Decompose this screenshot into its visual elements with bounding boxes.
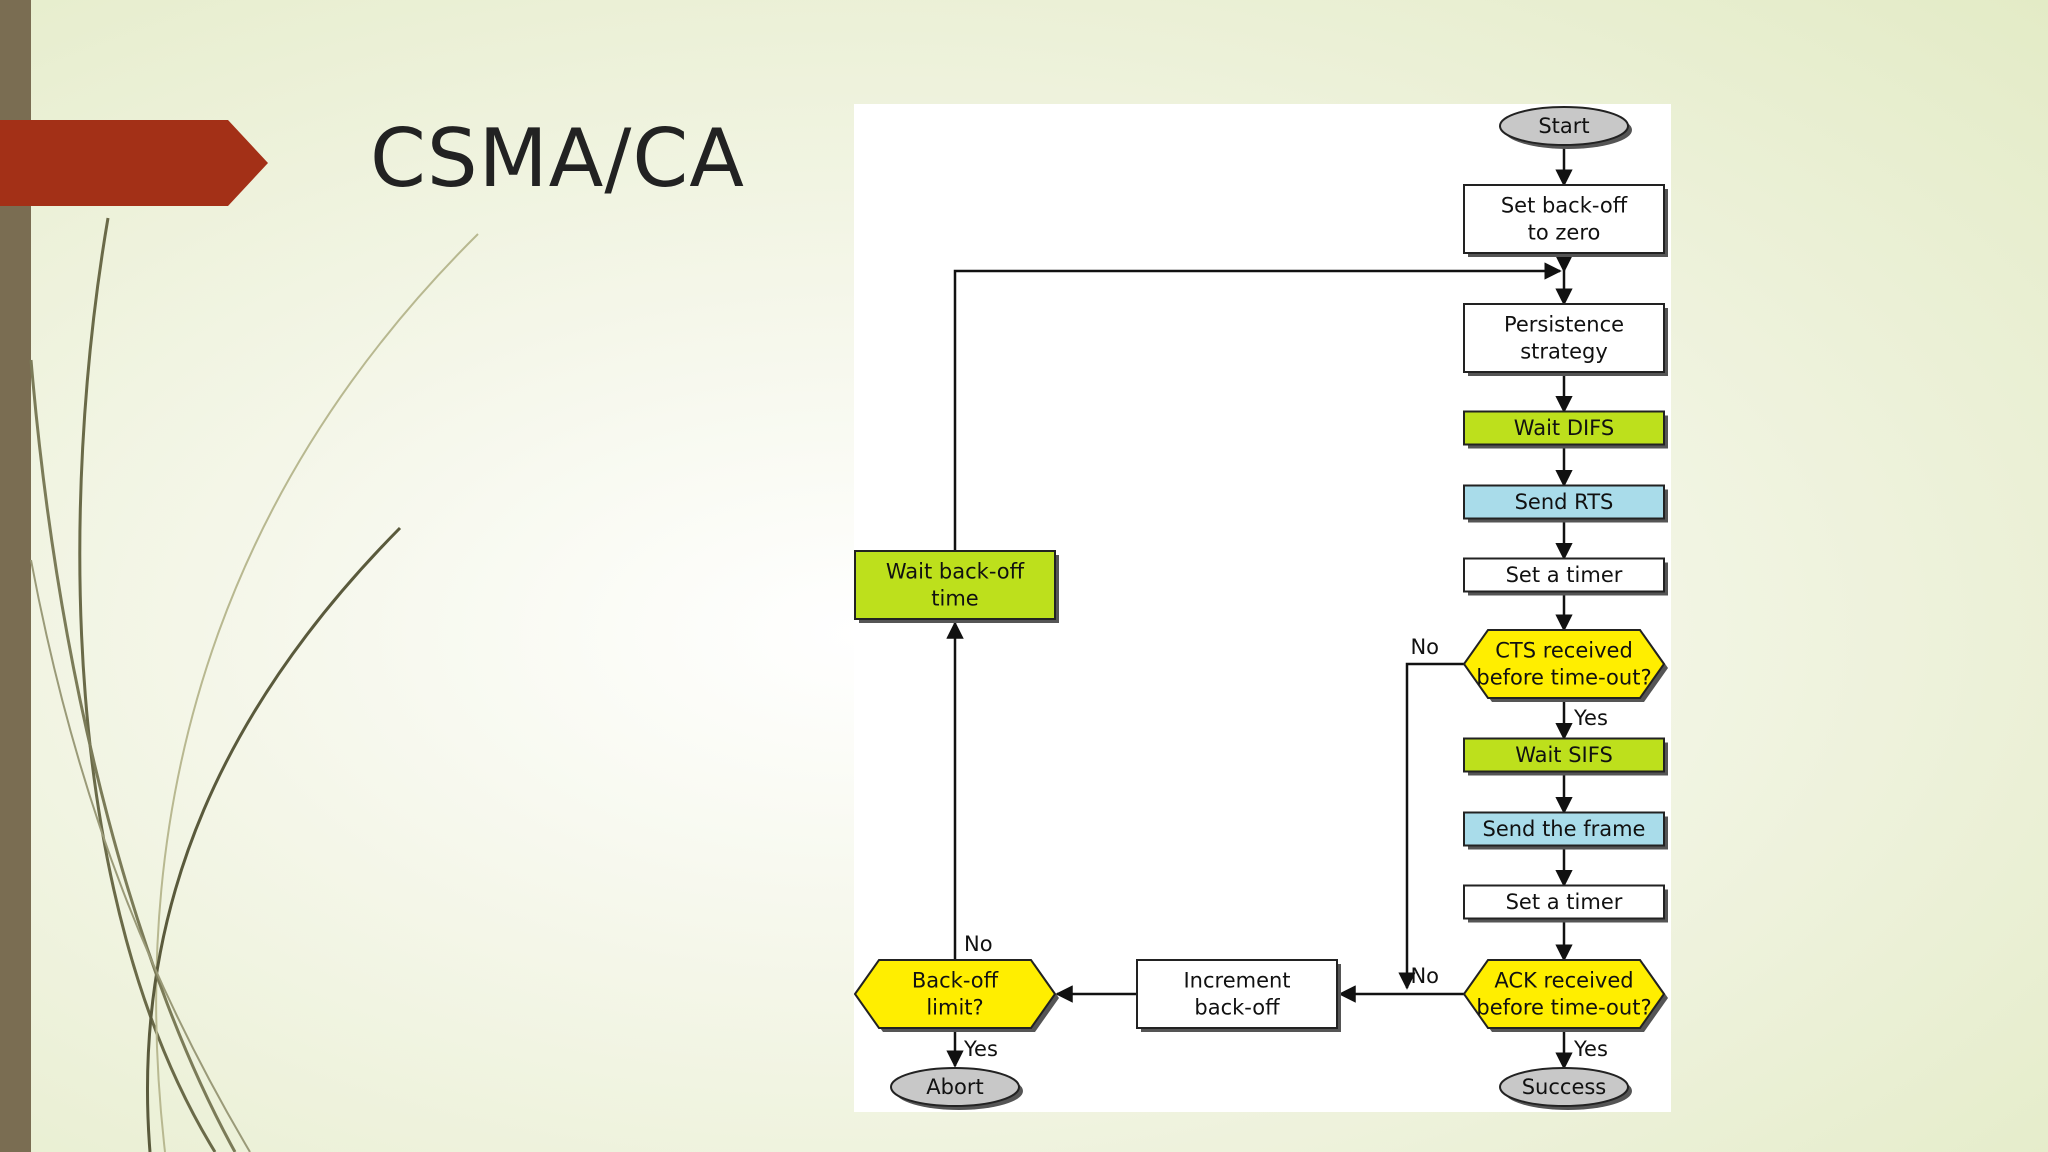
node-shape <box>854 959 1057 1029</box>
node-label: time <box>931 587 978 611</box>
node-label: Wait back-off <box>886 560 1025 584</box>
flowchart-edges <box>946 145 1573 1070</box>
node-label: Set a timer <box>1506 563 1623 587</box>
node-wait-backoff: Wait back-off time <box>854 550 1059 623</box>
node-label: to zero <box>1528 221 1601 245</box>
edge-cts-no <box>1398 662 1464 990</box>
node-persistence: Persistence strategy <box>1463 303 1668 376</box>
node-label: Set a timer <box>1506 890 1623 914</box>
node-timer1: Set a timer <box>1463 557 1668 596</box>
node-set-backoff: Set back-off to zero <box>1463 184 1668 257</box>
node-label: Wait DIFS <box>1514 416 1614 440</box>
node-label: Persistence <box>1504 313 1624 337</box>
node-abort: Abort <box>890 1067 1023 1110</box>
slide-title: CSMA/CA <box>370 112 745 205</box>
node-shape <box>890 1067 1020 1107</box>
node-label: back-off <box>1194 996 1280 1020</box>
node-shape <box>1463 184 1665 254</box>
node-label: Wait SIFS <box>1515 743 1613 767</box>
node-shape <box>1463 557 1665 593</box>
node-shape <box>1463 811 1665 847</box>
node-label: Set back-off <box>1501 194 1628 218</box>
node-shape <box>1463 484 1665 520</box>
edge-label-ack-yes: Yes <box>1573 1037 1608 1061</box>
node-label: Send the frame <box>1483 817 1646 841</box>
node-label: CTS received <box>1495 639 1633 663</box>
node-start: Start <box>1499 106 1632 149</box>
edge-backoff-loop <box>953 262 1562 551</box>
node-label: Success <box>1522 1075 1607 1099</box>
node-shape <box>1136 959 1338 1029</box>
node-label: before time-out? <box>1476 996 1651 1020</box>
node-success: Success <box>1499 1067 1632 1110</box>
node-shape <box>854 550 1056 620</box>
edge-label-cts-no: No <box>1410 635 1439 659</box>
edge-label-ack-no: No <box>1410 964 1439 988</box>
node-send-frame: Send the frame <box>1463 811 1668 850</box>
node-label: Increment <box>1183 969 1290 993</box>
node-shape <box>1463 884 1665 920</box>
accent-arrow-shape <box>0 120 268 206</box>
decorative-grass-curves <box>29 217 479 1152</box>
node-label: strategy <box>1520 340 1608 364</box>
node-label: ACK received <box>1494 969 1633 993</box>
node-label: before time-out? <box>1476 666 1651 690</box>
node-wait-sifs: Wait SIFS <box>1463 737 1668 776</box>
title-arrow-marker <box>0 120 268 206</box>
node-wait-difs: Wait DIFS <box>1463 410 1668 449</box>
edge-label-limit-yes: Yes <box>963 1037 998 1061</box>
node-shape <box>1463 410 1665 446</box>
node-shape <box>1499 106 1629 146</box>
node-label: Back-off <box>912 969 999 993</box>
node-shape <box>1463 303 1665 373</box>
node-limit: Back-off limit? <box>854 959 1059 1032</box>
node-label: limit? <box>926 996 983 1020</box>
node-shape <box>1463 737 1665 773</box>
node-timer2: Set a timer <box>1463 884 1668 923</box>
edge-label-cts-yes: Yes <box>1573 706 1608 730</box>
node-label: Send RTS <box>1515 490 1614 514</box>
node-shape <box>1462 629 1666 699</box>
node-cts: CTS received before time-out? <box>1462 629 1668 702</box>
node-send-rts: Send RTS <box>1463 484 1668 523</box>
node-ack: ACK received before time-out? <box>1462 959 1668 1032</box>
edge-label-limit-no: No <box>964 932 993 956</box>
node-label: Abort <box>926 1075 983 1099</box>
node-label: Start <box>1538 114 1589 138</box>
node-shape <box>1499 1067 1629 1107</box>
node-increment: Increment back-off <box>1136 959 1341 1032</box>
node-shape <box>1462 959 1666 1029</box>
